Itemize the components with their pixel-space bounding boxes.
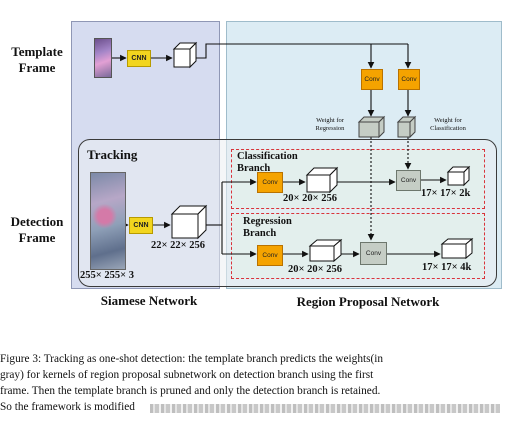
classification-template-conv-block: Conv xyxy=(398,69,420,90)
detection-frame-label: Detection Frame xyxy=(10,214,64,245)
regression-output-dim: 17× 17× 4k xyxy=(422,262,472,273)
siamese-network-label: Siamese Network xyxy=(100,293,198,308)
classification-feature-cuboid xyxy=(305,166,339,194)
regression-template-conv-block: Conv xyxy=(361,69,383,90)
regression-detection-conv-block: Conv xyxy=(257,245,283,266)
classification-output-cuboid xyxy=(446,165,471,187)
detection-input-dim: 255× 255× 3 xyxy=(80,270,134,281)
caption-illegible-smudge xyxy=(150,404,500,413)
regression-branch-label: Regression Branch xyxy=(243,216,292,239)
template-feature-cuboid xyxy=(172,41,198,69)
detection-frame-image xyxy=(90,172,126,270)
weight-for-regression-label: Weight for Regression xyxy=(315,117,345,132)
figure-caption-line-2: gray) for kernels of region proposal sub… xyxy=(0,369,374,381)
regression-weight-cuboid xyxy=(357,115,386,139)
regression-output-cuboid xyxy=(440,237,474,260)
template-frame-label: Template Frame xyxy=(11,44,63,75)
weight-for-classification-label: Weight for Classification xyxy=(430,117,466,132)
template-frame-image xyxy=(94,38,112,78)
region-proposal-network-label: Region Proposal Network xyxy=(296,294,440,309)
detection-feature-cuboid xyxy=(170,204,208,240)
template-cnn-block: CNN xyxy=(127,50,151,67)
classification-feature-dim: 20× 20× 256 xyxy=(283,193,337,204)
tracking-label: Tracking xyxy=(87,147,138,162)
classification-xcorr-conv-block: Conv xyxy=(396,170,421,191)
regression-feature-dim: 20× 20× 256 xyxy=(288,264,342,275)
classification-detection-conv-block: Conv xyxy=(257,172,283,193)
classification-weight-cuboid xyxy=(396,115,417,139)
figure-caption-line-4: So the framework is modified xyxy=(0,401,135,413)
detection-feature-dim: 22× 22× 256 xyxy=(151,240,205,251)
detection-cnn-block: CNN xyxy=(129,217,153,234)
regression-feature-cuboid xyxy=(308,238,343,263)
classification-output-dim: 17× 17× 2k xyxy=(421,188,471,199)
regression-xcorr-conv-block: Conv xyxy=(360,242,387,265)
figure-caption-line-3: frame. Then the template branch is prune… xyxy=(0,385,381,397)
figure-caption-line-1: Figure 3: Tracking as one-shot detection… xyxy=(0,353,384,365)
template-feature-to-rpn xyxy=(196,43,408,59)
classification-branch-label: Classification Branch xyxy=(237,151,298,174)
